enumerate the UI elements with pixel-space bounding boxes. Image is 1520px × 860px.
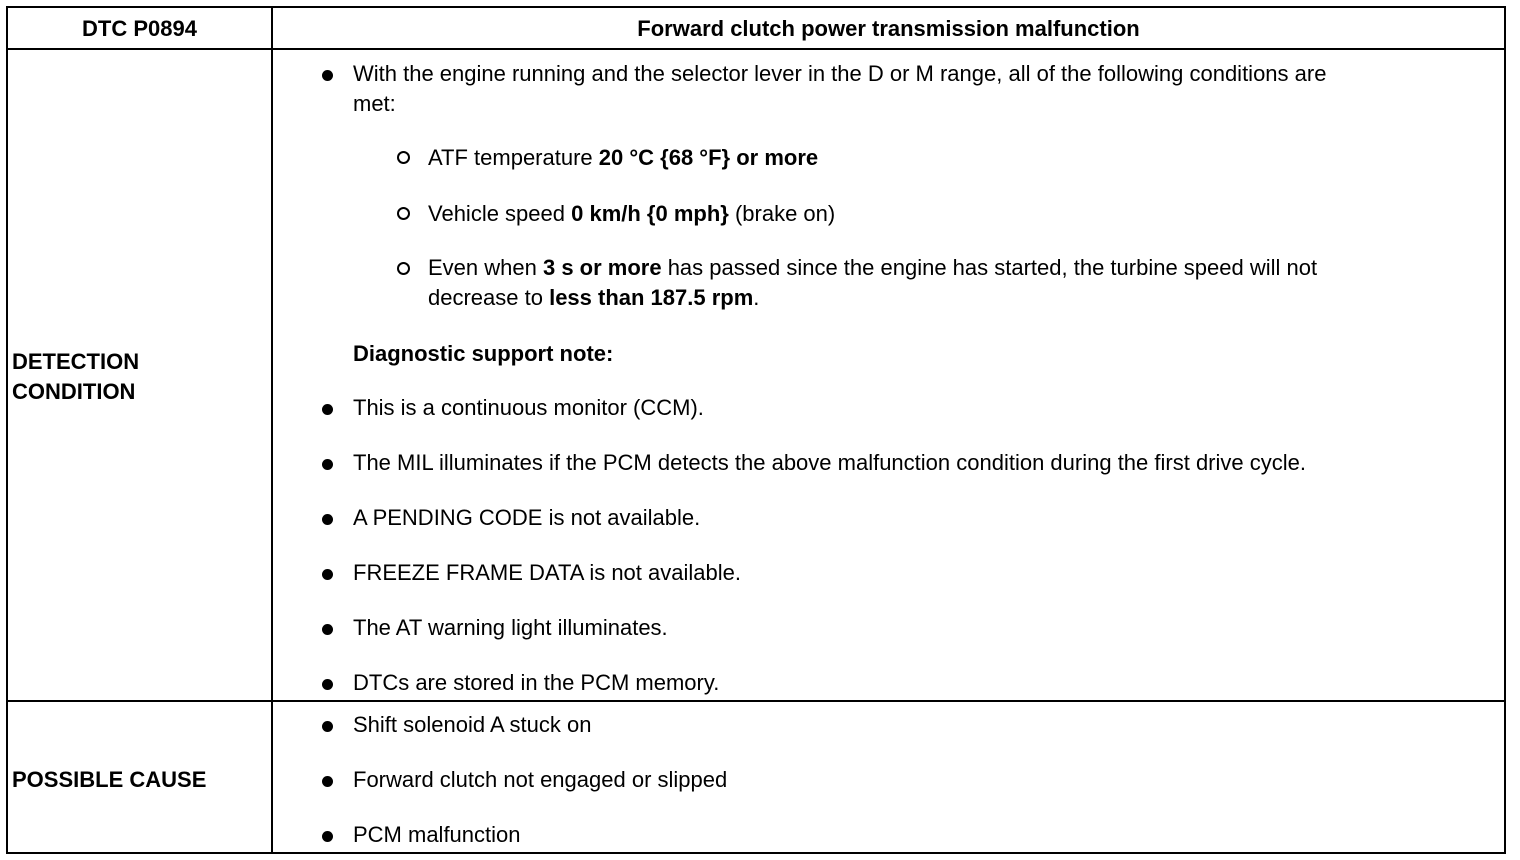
bullet-icon	[322, 459, 333, 470]
intro-line1: With the engine running and the selector…	[353, 61, 1327, 86]
dtc-table: DTC P0894 Forward clutch power transmiss…	[6, 6, 1506, 854]
support-note-heading: Diagnostic support note:	[353, 341, 614, 366]
condition-text: ATF temperature	[428, 145, 599, 170]
condition-text: Even when	[428, 255, 543, 280]
condition-value: 0 km/h {0 mph}	[571, 201, 729, 226]
intro-line2: met:	[353, 91, 396, 116]
condition-item: Vehicle speed 0 km/h {0 mph} (brake on)	[428, 199, 835, 229]
section-divider	[8, 700, 1504, 702]
bullet-icon	[322, 514, 333, 525]
note-item: This is a continuous monitor (CCM).	[353, 395, 704, 420]
bullet-icon	[322, 70, 333, 81]
condition-text: (brake on)	[728, 201, 836, 226]
detection-label-line1: DETECTION	[12, 349, 140, 374]
bullet-icon	[322, 831, 333, 842]
cause-item: Shift solenoid A stuck on	[353, 712, 592, 737]
condition-text: decrease to	[428, 285, 550, 310]
circle-bullet-icon	[397, 207, 410, 220]
note-item: The AT warning light illuminates.	[353, 615, 668, 640]
condition-text: has passed since the engine has started,…	[661, 255, 1318, 280]
intro-text: With the engine running and the selector…	[353, 59, 1326, 119]
bullet-icon	[322, 776, 333, 787]
note-item: A PENDING CODE is not available.	[353, 505, 701, 530]
note-item: DTCs are stored in the PCM memory.	[353, 670, 720, 695]
condition-text: Vehicle speed	[428, 201, 572, 226]
possible-cause-label: POSSIBLE CAUSE	[12, 767, 207, 792]
condition-value: less than 187.5 rpm	[549, 285, 754, 310]
dtc-code: DTC P0894	[82, 16, 197, 41]
bullet-icon	[322, 569, 333, 580]
condition-item: Even when 3 s or more has passed since t…	[428, 253, 1317, 313]
bullet-icon	[322, 624, 333, 635]
circle-bullet-icon	[397, 151, 410, 164]
note-item: FREEZE FRAME DATA is not available.	[353, 560, 741, 585]
condition-value: 3 s or more	[542, 255, 662, 280]
header-divider	[8, 48, 1504, 50]
bullet-icon	[322, 679, 333, 690]
detection-label-line2: CONDITION	[12, 379, 136, 404]
condition-item: ATF temperature 20 °C {68 °F} or more	[428, 143, 818, 173]
cause-item: PCM malfunction	[353, 822, 521, 847]
condition-value: 20 °C {68 °F} or more	[598, 145, 819, 170]
bullet-icon	[322, 721, 333, 732]
cause-item: Forward clutch not engaged or slipped	[353, 767, 728, 792]
condition-text: .	[753, 285, 760, 310]
bullet-icon	[322, 404, 333, 415]
circle-bullet-icon	[397, 262, 410, 275]
note-item: The MIL illuminates if the PCM detects t…	[353, 450, 1306, 475]
column-divider	[271, 8, 273, 852]
dtc-title: Forward clutch power transmission malfun…	[637, 16, 1140, 41]
detection-condition-label: DETECTION CONDITION	[12, 347, 139, 407]
